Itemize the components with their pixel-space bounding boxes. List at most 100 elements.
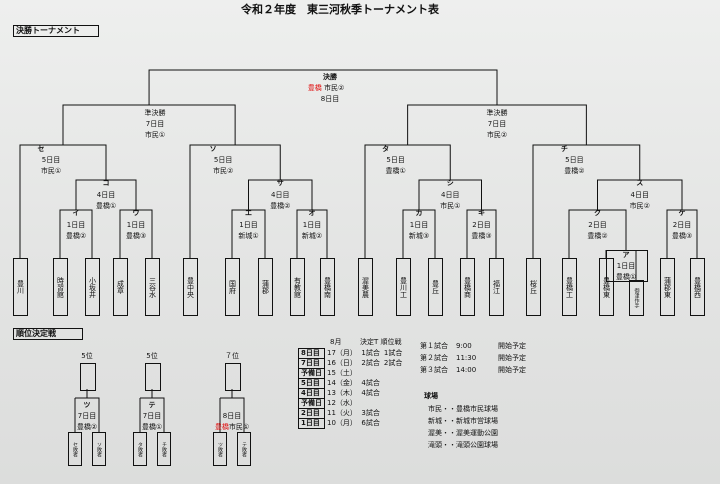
team-box: 豊丘 [428,258,443,316]
semi-right-day: 7日目 [487,120,507,128]
schedule-desc: 決定T 順位戦 [360,338,402,346]
venues-title: 球場 [424,392,438,400]
round1-day: 1日目 [126,221,146,229]
round2-day: 4日目 [441,191,460,199]
bracket-line-quarter [19,144,107,258]
prelim-venue: 豊橋① [615,273,637,281]
round1-name: キ [478,209,485,217]
round1-day: 2日目 [588,221,607,229]
venue-item: 新城・・新城市営球場 [428,417,498,425]
schedule-date: 13（木） [327,389,357,397]
round1-day: 1日目 [302,221,322,229]
semi-right-venue: 市民② [486,131,508,139]
rank-place: 5位 [81,352,93,360]
rank-winner-box [80,363,96,391]
semi-left-label: 準決勝 [144,109,166,117]
schedule-day: 8日目 [298,348,325,359]
schedule-date: 17（月） [327,349,357,357]
round1-name: エ [245,209,252,217]
schedule-rank [382,409,404,419]
schedule-date: 16（日） [327,359,357,367]
rank-game-day: 7日目 [77,412,97,420]
rank-team-box: テ敗者 [237,432,251,466]
time-value: 11:30 [456,354,477,362]
rank-game-day: 7日目 [142,412,162,420]
schedule-games: 4試合 [361,379,380,387]
rank-place: 5位 [146,352,158,360]
team-box: 豊橋東 [599,258,614,316]
schedule-day: 5日目 [298,378,325,389]
time-game: 第１試合 [420,342,448,350]
schedule-rank [382,419,404,429]
round2-name: コ [102,179,110,187]
round2-venue: 市民① [440,202,461,210]
round2-day: 4日目 [630,191,649,199]
round2-name: サ [276,179,284,187]
team-box: 豊橋工 [562,258,577,316]
round1-day: 1日目 [239,221,258,229]
time-value: 9:00 [456,342,472,350]
schedule-rank: 2試合 [383,359,403,367]
schedule-games [359,369,381,379]
team-box: 蒲郡東 [660,258,675,316]
semi-left-venue: 市民① [144,131,166,139]
semi-left-day: 7日目 [145,120,165,128]
round1-name: ウ [132,209,140,217]
round2-name: ス [636,179,644,187]
team-box: 豊橋商 [460,258,475,316]
quarter-venue: 市民① [40,167,62,175]
rank-team-box: タ敗者 [133,432,147,466]
team-box: 国府 [225,258,240,316]
bracket-line-final [148,69,498,105]
rank-team-box: セ敗者 [68,432,82,466]
section-label-ranking: 順位決定戦 [13,328,83,340]
round2-day: 4日目 [271,191,290,199]
semi-right-label: 準決勝 [486,109,508,117]
rank-game-venue-row: 豊橋② [77,423,97,431]
team-box: 豊中央 [183,258,198,316]
time-game: 第２試合 [420,354,448,362]
section-label-final-tournament: 決勝トーナメント [13,25,99,37]
rank-game-venue: 市民① [228,423,250,431]
final-venue: 市民② [323,84,345,92]
team-box: 渥美農 [358,258,373,316]
final-day: 8日目 [320,95,340,103]
schedule-rank [382,389,404,399]
round1-name: オ [308,209,316,217]
schedule-day: 4日目 [298,388,325,399]
quarter-name: チ [560,145,568,153]
round2-venue: 豊橋② [270,202,291,210]
round1-venue: 新城① [238,232,259,240]
final-venue-row: 豊橋 市民② [308,84,345,92]
team-box: 成章 [113,258,128,316]
rank-winner-box [225,363,241,391]
round1-venue: 豊橋③ [125,232,147,240]
rank-team-box: ソ敗者 [92,432,106,466]
quarter-day: 5日目 [41,156,61,164]
rank-game-day: 8日目 [222,412,242,420]
schedule-rank [382,369,404,379]
bracket-path-group [19,69,698,432]
schedule-day: 7日目 [298,358,325,369]
rank-game-name: ツ [83,401,91,409]
schedule-date: 15（土） [327,369,357,377]
rank-game-venue-row: 豊橋① [142,423,162,431]
rank-winner-box [145,363,161,391]
team-box: 福江 [489,258,504,316]
bracket-line-quarter [189,144,281,258]
schedule-day: 予備日 [298,368,325,379]
page-title: 令和２年度 東三河秋季トーナメント表 [241,3,439,16]
schedule-rank [382,379,404,389]
round1-day: 2日目 [672,221,692,229]
schedule-games: 1試合 [361,349,380,357]
round1-venue: 新城② [301,232,323,240]
